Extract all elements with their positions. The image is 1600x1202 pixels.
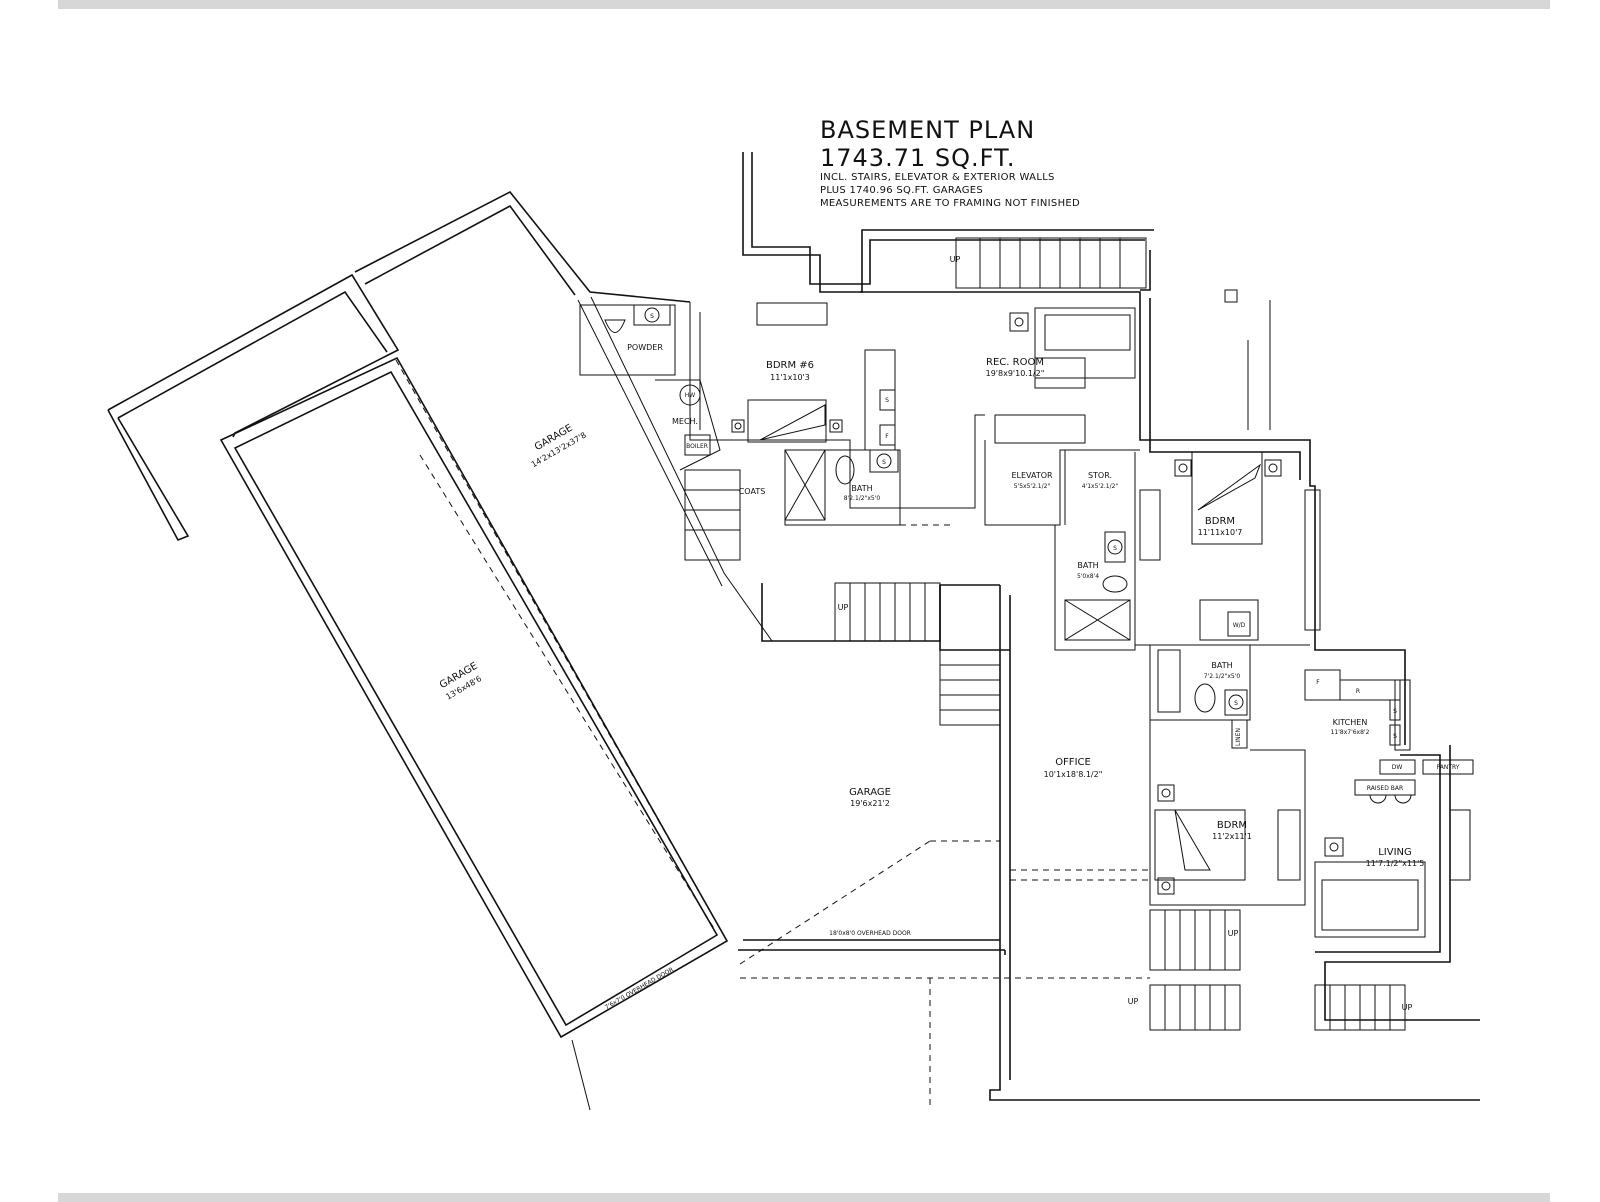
bdrm2-size: 11'11x10'7	[1198, 528, 1243, 537]
bath2-size: 5'0x8'4	[1077, 573, 1099, 580]
living-name: LIVING	[1378, 847, 1412, 858]
powder-sink-label: S	[650, 313, 654, 320]
bath2-sink-label: S	[1113, 545, 1117, 552]
bdrm6-name: BDRM #6	[766, 360, 814, 371]
interior-walls	[579, 302, 1474, 938]
hw-label: HW	[685, 392, 696, 399]
main-walls	[571, 152, 1480, 1111]
raised-bar-label: RAISED BAR	[1367, 785, 1403, 792]
plan-note-3: MEASUREMENTS ARE TO FRAMING NOT FINISHED	[820, 198, 1081, 209]
stair-up-1: UP	[950, 255, 961, 264]
kitchen-sink-2-label: S	[1393, 733, 1397, 740]
garage-c-name: GARAGE	[849, 787, 891, 798]
stor-size: 4'1x5'2.1/2"	[1082, 483, 1119, 490]
stair-up-5: UP	[1402, 1003, 1413, 1012]
bdrm3-name: BDRM	[1217, 820, 1247, 831]
coats-label: COATS	[739, 487, 766, 496]
stair-up-4: UP	[1128, 997, 1139, 1006]
stair-up-2: UP	[838, 603, 849, 612]
boiler-label: BOILER	[686, 443, 708, 450]
garage-wing-walls	[107, 190, 938, 1039]
linen-label: LINEN	[1235, 728, 1242, 746]
stairs	[684, 237, 1406, 1031]
office-size: 10'1x18'8.1/2"	[1044, 770, 1103, 779]
living-size: 11'7.1/2"x11'5	[1366, 859, 1425, 868]
rec-room-size: 19'8x9'10.1/2"	[986, 369, 1045, 378]
fridge-label: F	[1316, 679, 1320, 686]
bottom-divider	[58, 1193, 1550, 1202]
plan-note-1: INCL. STAIRS, ELEVATOR & EXTERIOR WALLS	[820, 172, 1055, 183]
bath2-name: BATH	[1077, 561, 1098, 570]
elevator-name: ELEVATOR	[1011, 471, 1053, 480]
plan-note-2: PLUS 1740.96 SQ.FT. GARAGES	[820, 185, 984, 196]
range-label: R	[1356, 688, 1360, 695]
room-labels: GARAGE 14'2x13'2x37'8 GARAGE 13'6x48'6 G…	[438, 357, 1425, 868]
bdrm6-f-label: F	[885, 433, 889, 440]
bath1-name: BATH	[851, 484, 872, 493]
bath3-sink-label: S	[1234, 700, 1238, 707]
garage-c-size: 19'6x21'2	[850, 799, 890, 808]
bdrm3-size: 11'2x11'1	[1212, 832, 1252, 841]
mech-label: MECH.	[672, 417, 698, 426]
kitchen-sink-1-label: S	[1393, 708, 1397, 715]
overhead-door-b-label: 7'6x7'0 OVERHEAD DOOR	[604, 966, 675, 1011]
kitchen-name: KITCHEN	[1333, 718, 1368, 727]
bdrm6-s-label: S	[885, 397, 889, 404]
overhead-door-c-label: 18'0x8'0 OVERHEAD DOOR	[829, 930, 911, 937]
wd-label: W/D	[1233, 622, 1246, 629]
stor-name: STOR.	[1088, 471, 1112, 480]
bath1-sink-label: S	[882, 459, 886, 466]
top-divider	[58, 0, 1550, 9]
elevator-size: 5'5x5'2.1/2"	[1014, 483, 1051, 490]
dw-label: DW	[1392, 764, 1403, 771]
plan-area: 1743.71 SQ.FT.	[820, 144, 1016, 172]
pantry-label: PANTRY	[1437, 764, 1460, 771]
powder-label: POWDER	[627, 343, 663, 352]
bdrm6-size: 11'1x10'3	[770, 373, 810, 382]
bdrm2-name: BDRM	[1205, 516, 1235, 527]
office-name: OFFICE	[1055, 757, 1091, 768]
plan-title: BASEMENT PLAN	[820, 116, 1036, 144]
stair-up-3: UP	[1228, 929, 1239, 938]
bath3-name: BATH	[1211, 661, 1232, 670]
kitchen-size: 11'8x7'6x8'2	[1331, 729, 1370, 736]
rec-room-name: REC. ROOM	[986, 357, 1044, 368]
bath3-size: 7'2.1/2"x5'0	[1204, 673, 1241, 680]
bath1-size: 8'2.1/2"x5'0	[844, 495, 881, 502]
plan-heading: BASEMENT PLAN 1743.71 SQ.FT. INCL. STAIR…	[820, 118, 1080, 209]
